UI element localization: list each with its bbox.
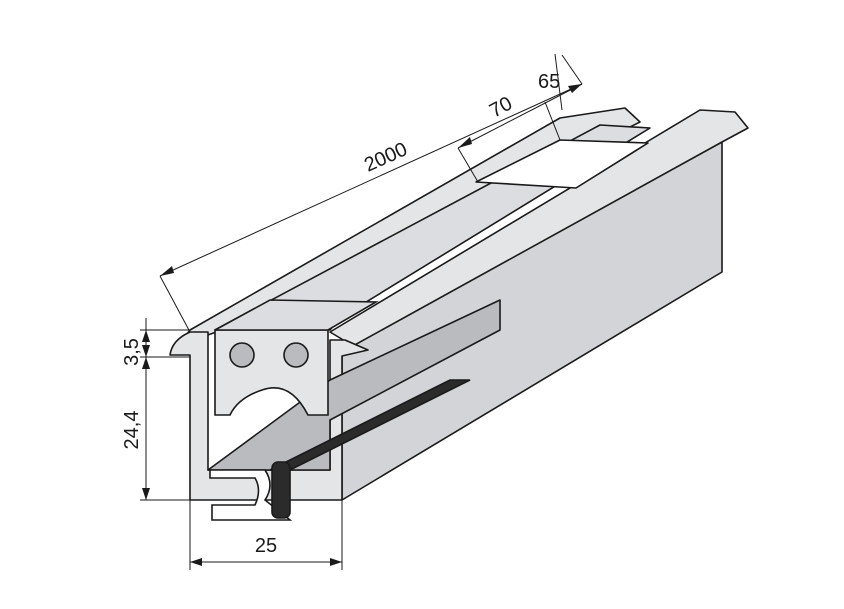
dim-length-line xyxy=(159,83,583,277)
dim-lip-height-label: 3,5 xyxy=(121,338,143,366)
cutout-window xyxy=(475,139,649,189)
insert-hole-left xyxy=(229,342,255,368)
dimension-arrows xyxy=(142,84,582,566)
channel-inner-floor xyxy=(207,299,501,471)
insert-hole-right xyxy=(283,342,309,368)
seal-clip xyxy=(209,469,293,521)
dim-cutout-width-label: 65 xyxy=(538,71,560,93)
seal-lip xyxy=(271,461,291,519)
dim-cutout-offset-label: 70 xyxy=(486,93,516,123)
dim-width-label: 25 xyxy=(255,535,277,557)
front-face xyxy=(169,331,369,501)
profile-body xyxy=(169,107,749,501)
bottom-seal xyxy=(209,379,471,521)
insert-profile xyxy=(214,299,379,416)
insert-face xyxy=(214,329,329,416)
dim-body-height-label: 24,4 xyxy=(121,411,143,450)
insert-top-strip xyxy=(214,299,379,331)
dimension-lines xyxy=(140,53,583,570)
dim-cutout-line xyxy=(457,83,583,149)
dim-length-label: 2000 xyxy=(361,138,411,176)
